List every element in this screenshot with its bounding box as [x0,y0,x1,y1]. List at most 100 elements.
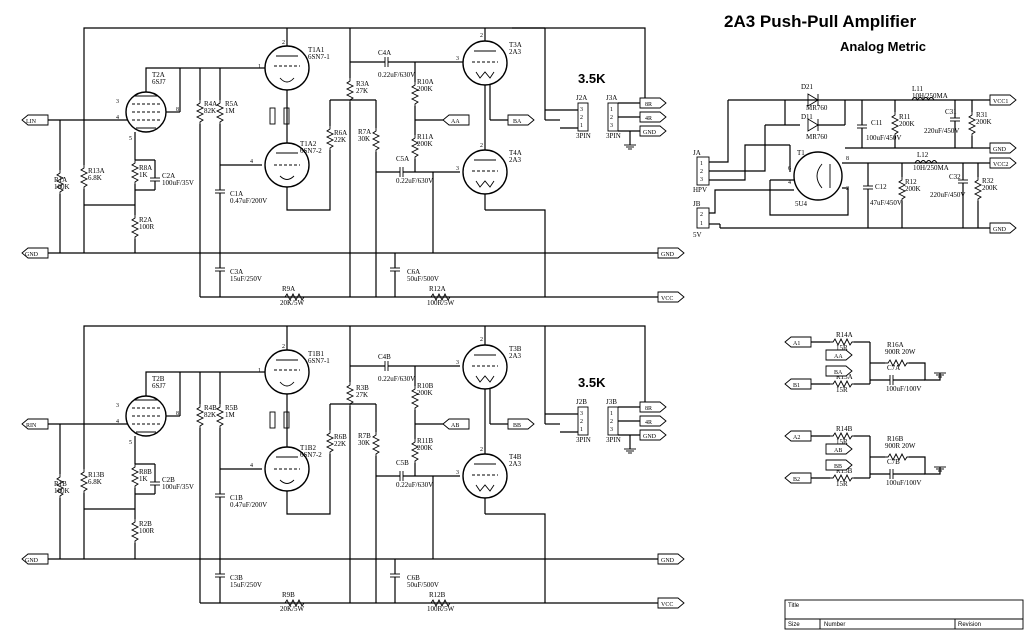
8r-label-a: 8R [645,102,652,108]
svg-text:3: 3 [580,107,583,113]
svg-text:2: 2 [282,40,285,46]
r14a-label: R14A [836,331,853,339]
c11-value: 100uF/450V [866,134,901,142]
t1a1-type: 6SN7-1 [308,53,330,61]
gnd-right-label-b: GND [661,558,675,564]
t4a-label: T4A [509,149,522,157]
c3a-label: C3A [230,268,243,276]
r9a-value: 20K/5W [280,299,305,307]
tube-t1-5u4 [793,151,843,201]
gnd-right-label-a: GND [661,252,675,258]
t1-label: T1 [797,149,805,157]
svg-text:2: 2 [610,419,613,425]
r12-label: R12 [905,178,917,186]
r12a-value: 100R/5W [427,299,455,307]
d11-label: D11 [801,113,813,121]
r4b-value: 82K [204,411,216,419]
t4b-type: 2A3 [509,460,522,468]
c31-label: C31 [945,108,957,116]
r31-label: R31 [976,111,988,119]
gnd-out-label-a: GND [643,130,657,136]
t4a-type: 2A3 [509,156,522,164]
r3a-label: R3A [356,80,369,88]
8r-port-a [639,97,667,109]
r8a-value: 1K [139,171,148,179]
svg-text:3: 3 [610,123,613,129]
bb-bias-label: BB [834,464,842,470]
r2b-value: 100R [139,527,155,535]
ab-bias-label: AB [834,448,842,454]
vcc2-label: VCC2 [993,162,1008,168]
t3a-label: T3A [509,41,522,49]
c5a-label: C5A [396,155,409,163]
tube-t4a [462,149,508,195]
tube-t1a1 [264,45,310,91]
svg-text:4: 4 [788,180,791,186]
gnd-psu2-label: GND [993,227,1007,233]
svg-text:1: 1 [580,427,583,433]
gnd-out-label-b: GND [643,434,657,440]
t1a2-label: T1A2 [300,140,317,148]
r16b-label: R16B [887,435,904,443]
r32-value: 200K [982,184,998,192]
gnd-in-label-a: GND [25,252,39,258]
r11b-label: R11B [417,437,433,445]
r12a-label: R12A [429,285,446,293]
svg-text:1: 1 [580,123,583,129]
c2b-label: C2B [162,476,175,484]
4r-label-b: 4R [645,420,652,426]
tube-t2b [125,395,167,437]
t1b1-type: 6SN7-1 [308,357,330,365]
c3b-label: C3B [230,574,243,582]
svg-text:3: 3 [700,177,703,183]
impedance-label-b: 3.5K [578,375,606,390]
svg-text:3: 3 [456,166,459,172]
lin-label: LIN [26,119,37,125]
r2a-value: 100R [139,223,155,231]
j3b-label: J3B [606,398,617,406]
svg-text:2: 2 [700,212,703,218]
j2b-label: J2B [576,398,587,406]
bias-network-a: A1 B1 R14A 15R AA R15A 15R BA R16A 900R … [784,331,947,394]
r8b-value: 1K [139,475,148,483]
r12b-value: 100R/5W [427,605,455,613]
l12-label: L12 [917,151,929,159]
r4a-label: R4A [204,100,217,108]
c32-label: C32 [949,173,961,181]
ab-label: AB [451,423,459,429]
svg-text:4: 4 [116,115,119,121]
r14b-label: R14B [836,425,853,433]
r7a-value: 30K [358,135,370,143]
tube-t3b [462,344,508,390]
r11-value: 200K [899,120,915,128]
svg-text:2: 2 [480,447,483,453]
svg-text:3: 3 [456,360,459,366]
r15a-value: 15R [836,386,848,394]
svg-text:1: 1 [258,368,261,374]
svg-text:2: 2 [610,115,613,121]
r1b-value: 100K [54,487,70,495]
page-title: 2A3 Push-Pull Amplifier [724,12,916,31]
svg-text:3: 3 [610,427,613,433]
4r-port-a [639,111,667,123]
jb-value: 5V [693,231,702,239]
r11-label: R11 [899,113,911,121]
c2a-label: C2A [162,172,175,180]
r10b-value: 200K [417,389,433,397]
svg-text:5: 5 [129,440,132,446]
tube-t1a2 [264,142,310,188]
c2a-value: 100uF/35V [162,179,194,187]
d21-value: MR760 [806,104,828,112]
bias-network-b: A2 B2 R14B 15R AB R15B 15R BB R16B 900R … [784,425,947,488]
c12-label: C12 [875,183,887,191]
r13b-label: R13B [88,471,105,479]
j3b-pins: 3PIN [606,436,621,444]
t1b2-type: 6SN7-2 [300,451,322,459]
r5a-label: R5A [225,100,238,108]
ba-bias-label: BA [834,370,843,376]
r3b-label: R3B [356,384,369,392]
r5b-label: R5B [225,404,238,412]
c5b-label: C5B [396,459,409,467]
titleblock-title-label: Title [788,603,800,609]
tube-t2a [125,91,167,133]
